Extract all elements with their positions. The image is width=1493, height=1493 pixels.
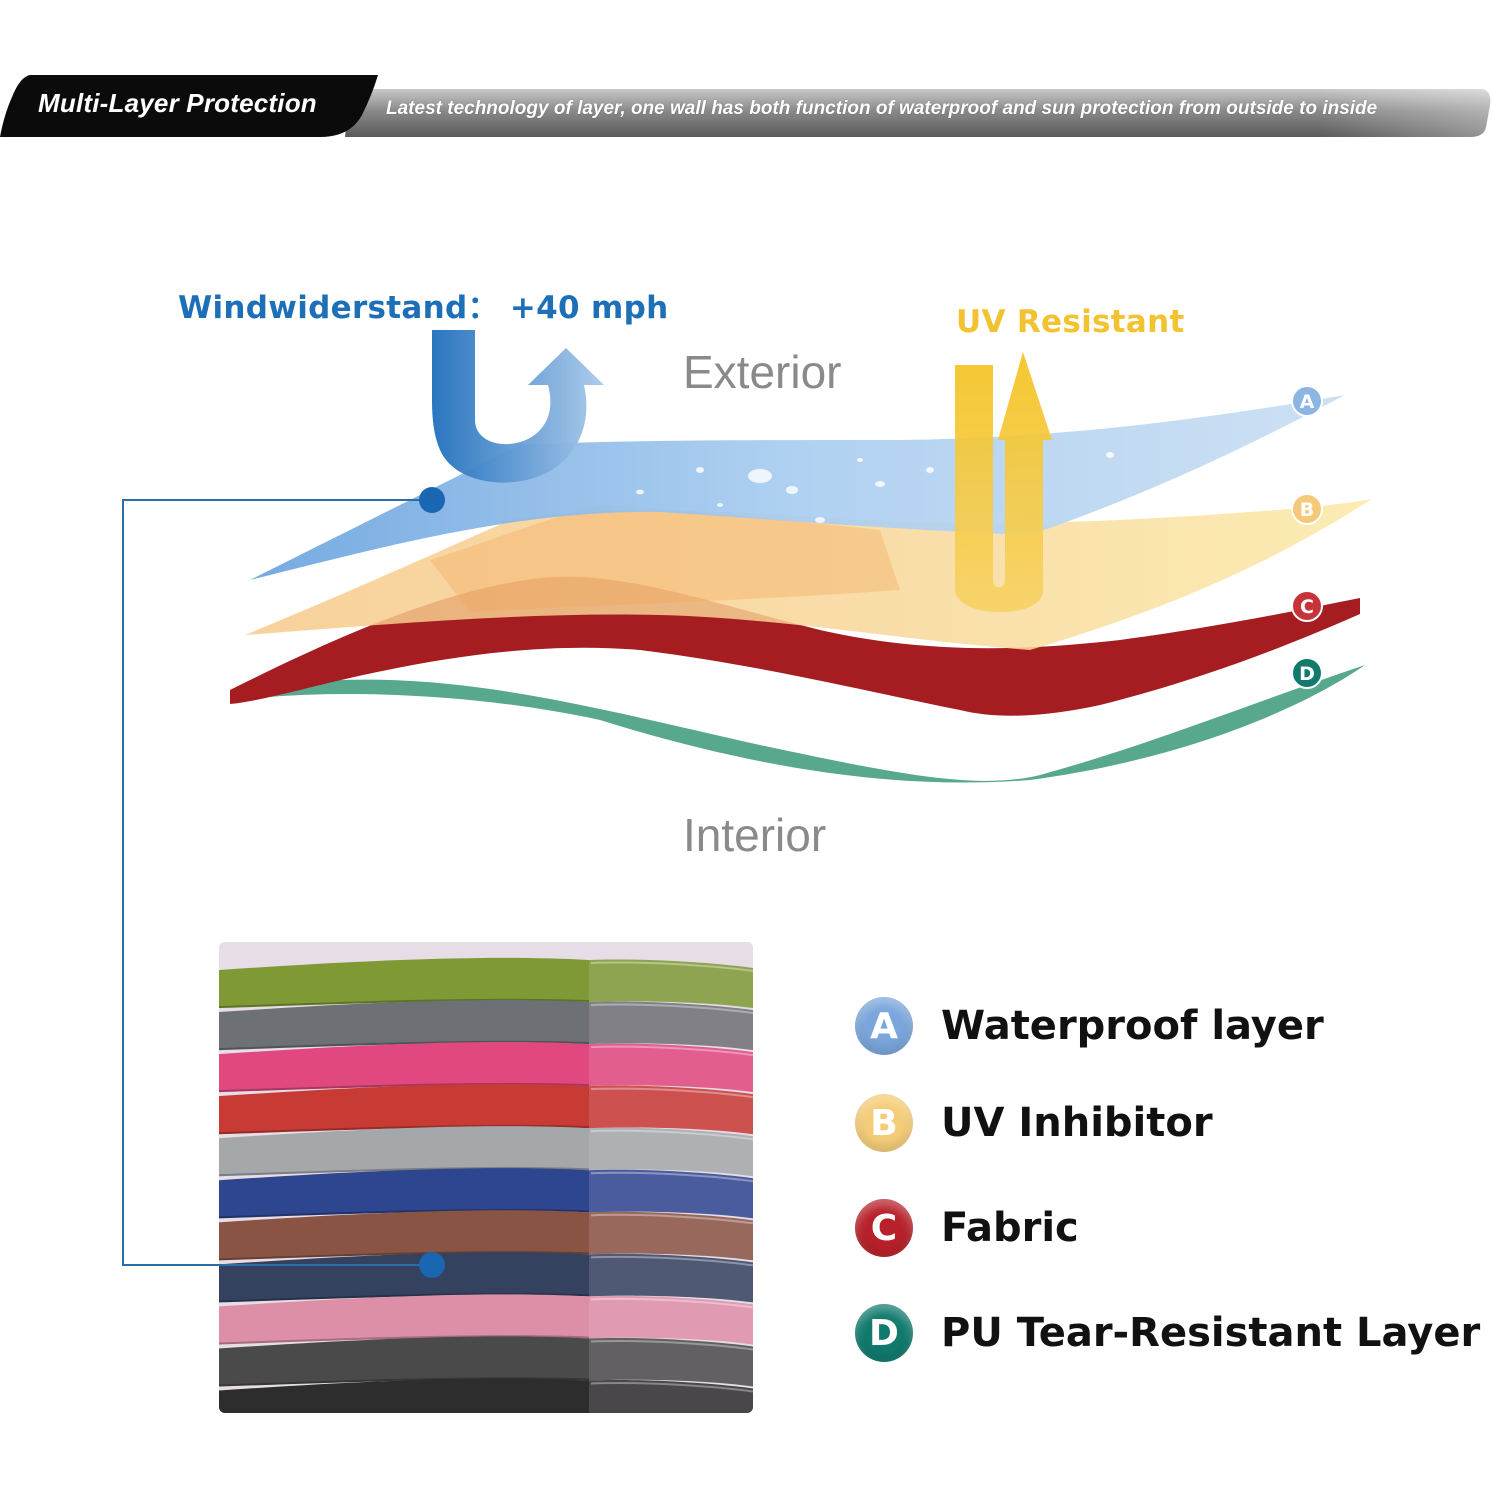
- connector-dot-top: [419, 487, 445, 513]
- legend-badge-b: B: [855, 1094, 913, 1152]
- layer-badge-b-letter: B: [1300, 499, 1314, 521]
- uv-arrow-icon: [955, 352, 1052, 612]
- legend-label-b: UV Inhibitor: [941, 1100, 1213, 1146]
- fabric-stack-illustration: [219, 942, 753, 1413]
- layer-badge-c-letter: C: [1300, 596, 1314, 618]
- water-droplets: [636, 452, 1114, 523]
- layer-badge-a-letter: A: [1300, 391, 1315, 413]
- legend-label-a: Waterproof layer: [941, 1003, 1324, 1049]
- fabric-stack-photo: [219, 942, 753, 1413]
- wind-arrow-icon: [432, 330, 604, 483]
- layer-b-shade: [430, 505, 900, 612]
- interior-label: Interior: [683, 809, 827, 861]
- legend-item-d: D PU Tear-Resistant Layer: [855, 1302, 1480, 1364]
- fabric-sheet: [219, 1336, 753, 1387]
- legend-label-c: Fabric: [941, 1205, 1079, 1251]
- banner-subtitle: Latest technology of layer, one wall has…: [386, 98, 1378, 119]
- layer-badge-c: C: [1291, 590, 1323, 622]
- uv-resistant-label: UV Resistant: [956, 304, 1185, 340]
- legend-badge-c: C: [855, 1199, 913, 1257]
- header-banner: [0, 75, 1493, 140]
- exterior-label: Exterior: [683, 346, 842, 398]
- fabric-sheet: [219, 1126, 753, 1177]
- layer-b: [245, 499, 1372, 650]
- fabric-sheet: [219, 1042, 753, 1093]
- layer-a: [250, 395, 1345, 580]
- layer-d: [240, 665, 1365, 783]
- legend-badge-d: D: [855, 1304, 913, 1362]
- legend-label-d: PU Tear-Resistant Layer: [941, 1310, 1481, 1356]
- fabric-sheet: [219, 1210, 753, 1261]
- fabric-sheet: [219, 1168, 753, 1219]
- fabric-sheet: [219, 999, 753, 1051]
- layer-badge-a: A: [1291, 385, 1323, 417]
- legend-item-c: C Fabric: [855, 1197, 1079, 1259]
- wind-resistance-label: Windwiderstand： +40 mph: [178, 290, 669, 326]
- legend-badge-a: A: [855, 997, 913, 1055]
- layer-badge-b: B: [1291, 493, 1323, 525]
- fabric-sheet: [219, 957, 753, 1009]
- legend-item-a: A Waterproof layer: [855, 995, 1324, 1057]
- legend-item-b: B UV Inhibitor: [855, 1092, 1213, 1154]
- layer-badge-d-letter: D: [1299, 663, 1315, 685]
- fabric-sheet: [219, 1084, 753, 1135]
- fabric-sheet: [219, 1378, 753, 1413]
- fabric-sheet: [219, 1294, 753, 1345]
- banner-title: Multi-Layer Protection: [38, 88, 317, 118]
- layer-badge-d: D: [1291, 657, 1323, 689]
